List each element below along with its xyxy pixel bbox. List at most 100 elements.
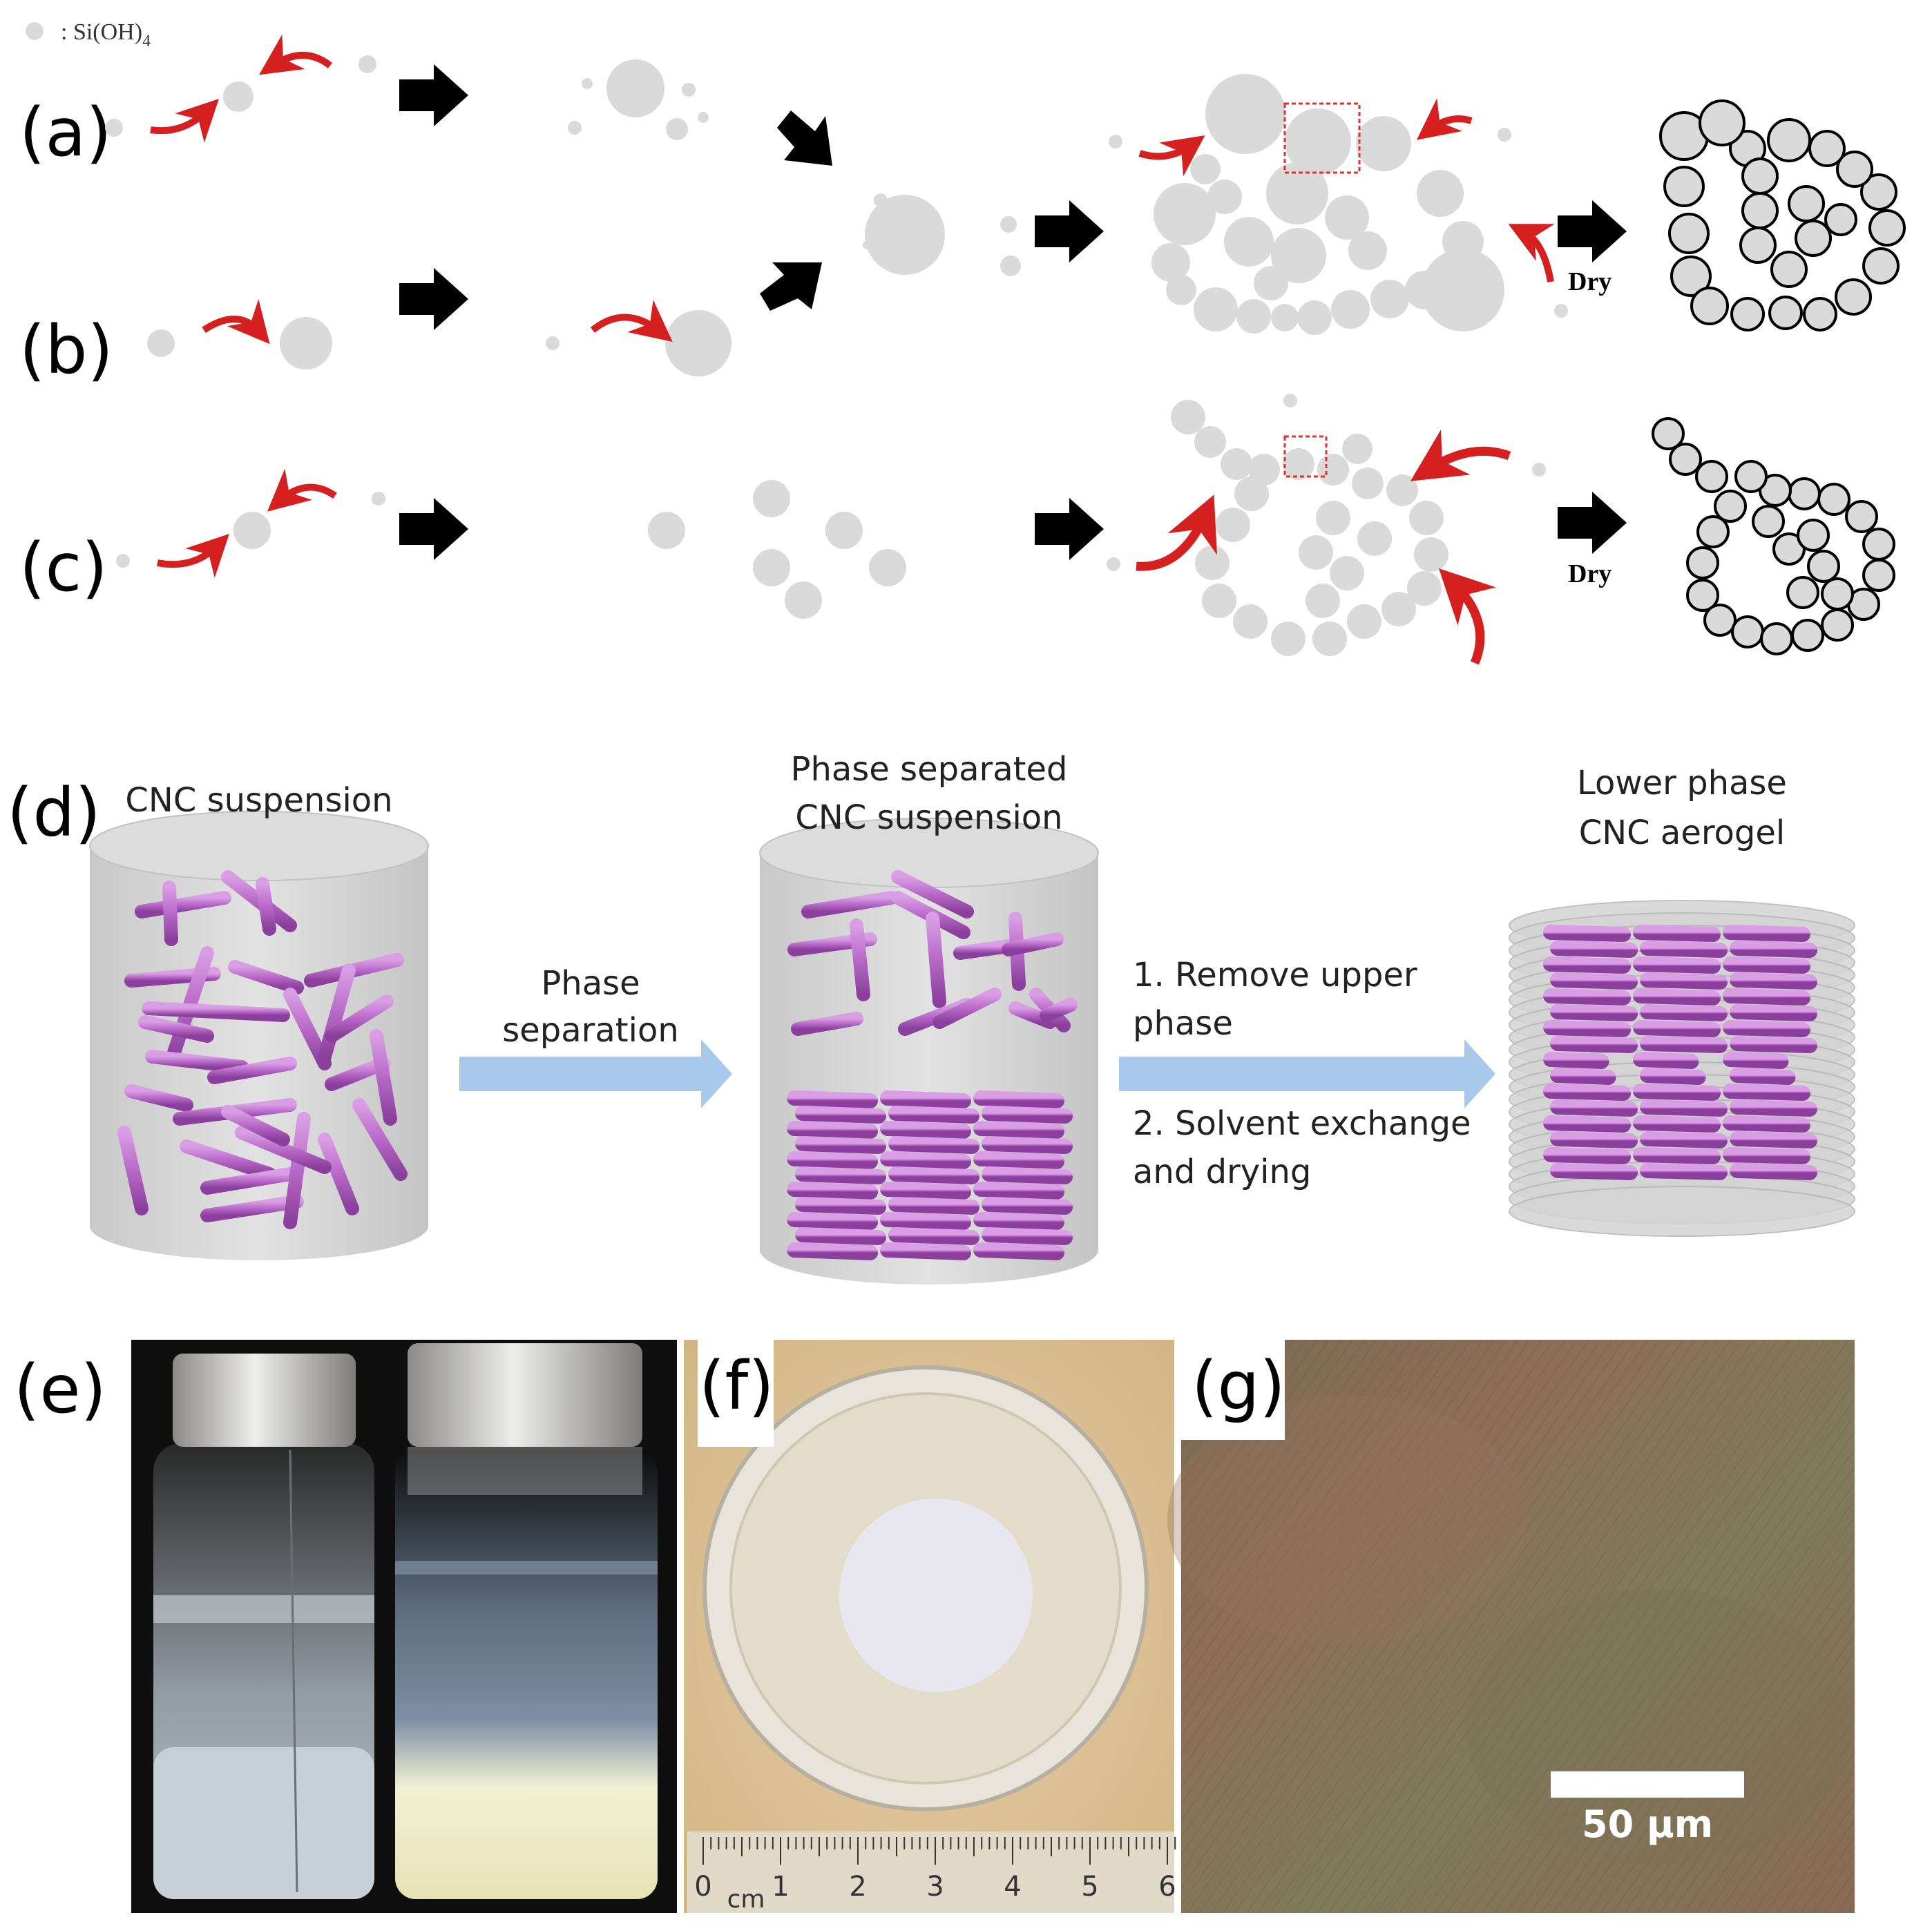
ordered-rod	[973, 1121, 1064, 1139]
reaction-arrow	[1410, 429, 1511, 481]
ordered-rod	[888, 1136, 979, 1154]
aerogel-rod	[1723, 1084, 1810, 1101]
aerogel-rods	[1543, 925, 1817, 1180]
panel-label-g: (g)	[1192, 1347, 1285, 1425]
process-arrow	[459, 1039, 732, 1108]
ordered-rod	[982, 1227, 1073, 1245]
ordered-rod	[888, 1166, 979, 1184]
gel-network-ab	[1109, 74, 1568, 335]
reaction-arrow	[267, 468, 337, 512]
aerogel-rod	[1550, 972, 1638, 990]
ruler-number: 2	[849, 1871, 866, 1903]
aerogel-rod	[1640, 1068, 1706, 1085]
aerogel-rod	[1723, 988, 1810, 1006]
aerogel-rod	[1730, 1036, 1817, 1053]
process-arrows	[399, 64, 1627, 560]
ordered-rod	[787, 1151, 878, 1169]
ordered-rod	[888, 1106, 979, 1124]
ordered-rod	[880, 1242, 971, 1260]
legend-particle-icon	[26, 22, 44, 40]
reaction-arrow	[259, 35, 333, 75]
ordered-rod	[880, 1182, 971, 1200]
ordered-rod	[973, 1182, 1064, 1200]
aerogel-rod	[1723, 1147, 1810, 1164]
scale-bar-label: 50 μm	[1582, 1802, 1713, 1846]
ruler-number: 0	[694, 1871, 711, 1903]
aerogel-rod	[1543, 956, 1631, 974]
ordered-rod	[888, 1197, 979, 1215]
aerogel-rod	[1633, 1084, 1721, 1101]
legend-label: : Si(OH)4	[61, 19, 151, 50]
aerogel-rod	[1730, 1004, 1817, 1021]
reaction-arrow	[1136, 494, 1217, 571]
cnc-scheme: (d)	[7, 750, 1855, 1285]
aerogel-rod	[1640, 1036, 1728, 1053]
ordered-rod	[880, 1151, 971, 1169]
aerogel-rod	[1633, 1052, 1699, 1069]
ordered-rod	[973, 1212, 1064, 1230]
ordered-rod	[982, 1166, 1073, 1184]
aerogel-rod	[1640, 1131, 1728, 1148]
cylinder-label: CNC aerogel	[1579, 814, 1786, 852]
scale-bar	[1551, 1771, 1744, 1798]
ordered-rod	[880, 1121, 971, 1139]
step-label: phase	[1133, 1004, 1233, 1043]
aerogel-rod	[1633, 1020, 1721, 1037]
panel-label-d: (d)	[7, 774, 101, 852]
ruler-number: 6	[1158, 1871, 1176, 1903]
aerogel-rod	[1543, 1084, 1631, 1101]
ordered-rod	[982, 1197, 1073, 1215]
aerogel-rod	[1723, 1115, 1810, 1133]
aerogel-rod	[1550, 1131, 1638, 1148]
aerogel-rod	[1640, 941, 1728, 958]
panel-label-f: (f)	[699, 1347, 774, 1425]
ordered-rod	[787, 1182, 878, 1200]
ordered-rod	[795, 1227, 886, 1245]
row-c-particles	[116, 480, 1120, 619]
diagonal-arrow-down	[777, 110, 832, 166]
aerogel-rod	[1640, 1004, 1728, 1021]
aerogel-rod	[1730, 972, 1817, 990]
aerogel-rod	[1543, 1052, 1609, 1069]
highlight-box	[1283, 435, 1328, 478]
ordered-rod	[787, 1121, 878, 1139]
micrograph-photo: 50 μm	[1167, 1340, 1855, 1913]
dry-label: Dry	[1568, 559, 1611, 588]
ordered-rod	[795, 1166, 886, 1184]
panel-label-a: (a)	[19, 94, 112, 171]
ordered-rod	[787, 1090, 878, 1108]
label-backdrop	[0, 1326, 124, 1443]
aerogel-rod	[1633, 956, 1721, 974]
aerogel-rod	[1730, 1099, 1817, 1117]
ruler-number: 5	[1081, 1871, 1098, 1903]
aerogel-rod	[1640, 1163, 1728, 1180]
aerogel-rod	[1723, 1020, 1810, 1037]
ordered-rod	[982, 1136, 1073, 1154]
reaction-arrow	[590, 300, 673, 342]
reaction-arrow	[1416, 98, 1473, 140]
aerogel-layer	[1509, 1186, 1855, 1237]
reaction-arrow	[157, 534, 229, 578]
row-b-particles	[147, 310, 731, 376]
ordered-rod	[973, 1090, 1064, 1108]
ruler-unit: cm	[727, 1885, 765, 1914]
ordered-rod	[880, 1090, 971, 1108]
cylinder-label: Phase separated	[791, 750, 1068, 789]
aerogel-rod	[1640, 1099, 1728, 1117]
ordered-rod	[888, 1227, 979, 1245]
ordered-rod	[973, 1151, 1064, 1169]
aerogel-rod	[1633, 1115, 1721, 1133]
aerogel-rod	[1633, 1147, 1721, 1164]
label-backdrop	[1181, 1326, 1285, 1440]
row-a-particles	[105, 55, 709, 140]
ordered-rod	[880, 1212, 971, 1230]
ordered-rod	[787, 1212, 878, 1230]
diagonal-arrow-up	[760, 262, 822, 311]
ordered-rod	[982, 1106, 1073, 1124]
step-label: 2. Solvent exchange	[1133, 1104, 1471, 1143]
cylinder-label: CNC suspension	[795, 798, 1062, 837]
ordered-rod	[795, 1136, 886, 1154]
reaction-arrow	[202, 299, 270, 345]
